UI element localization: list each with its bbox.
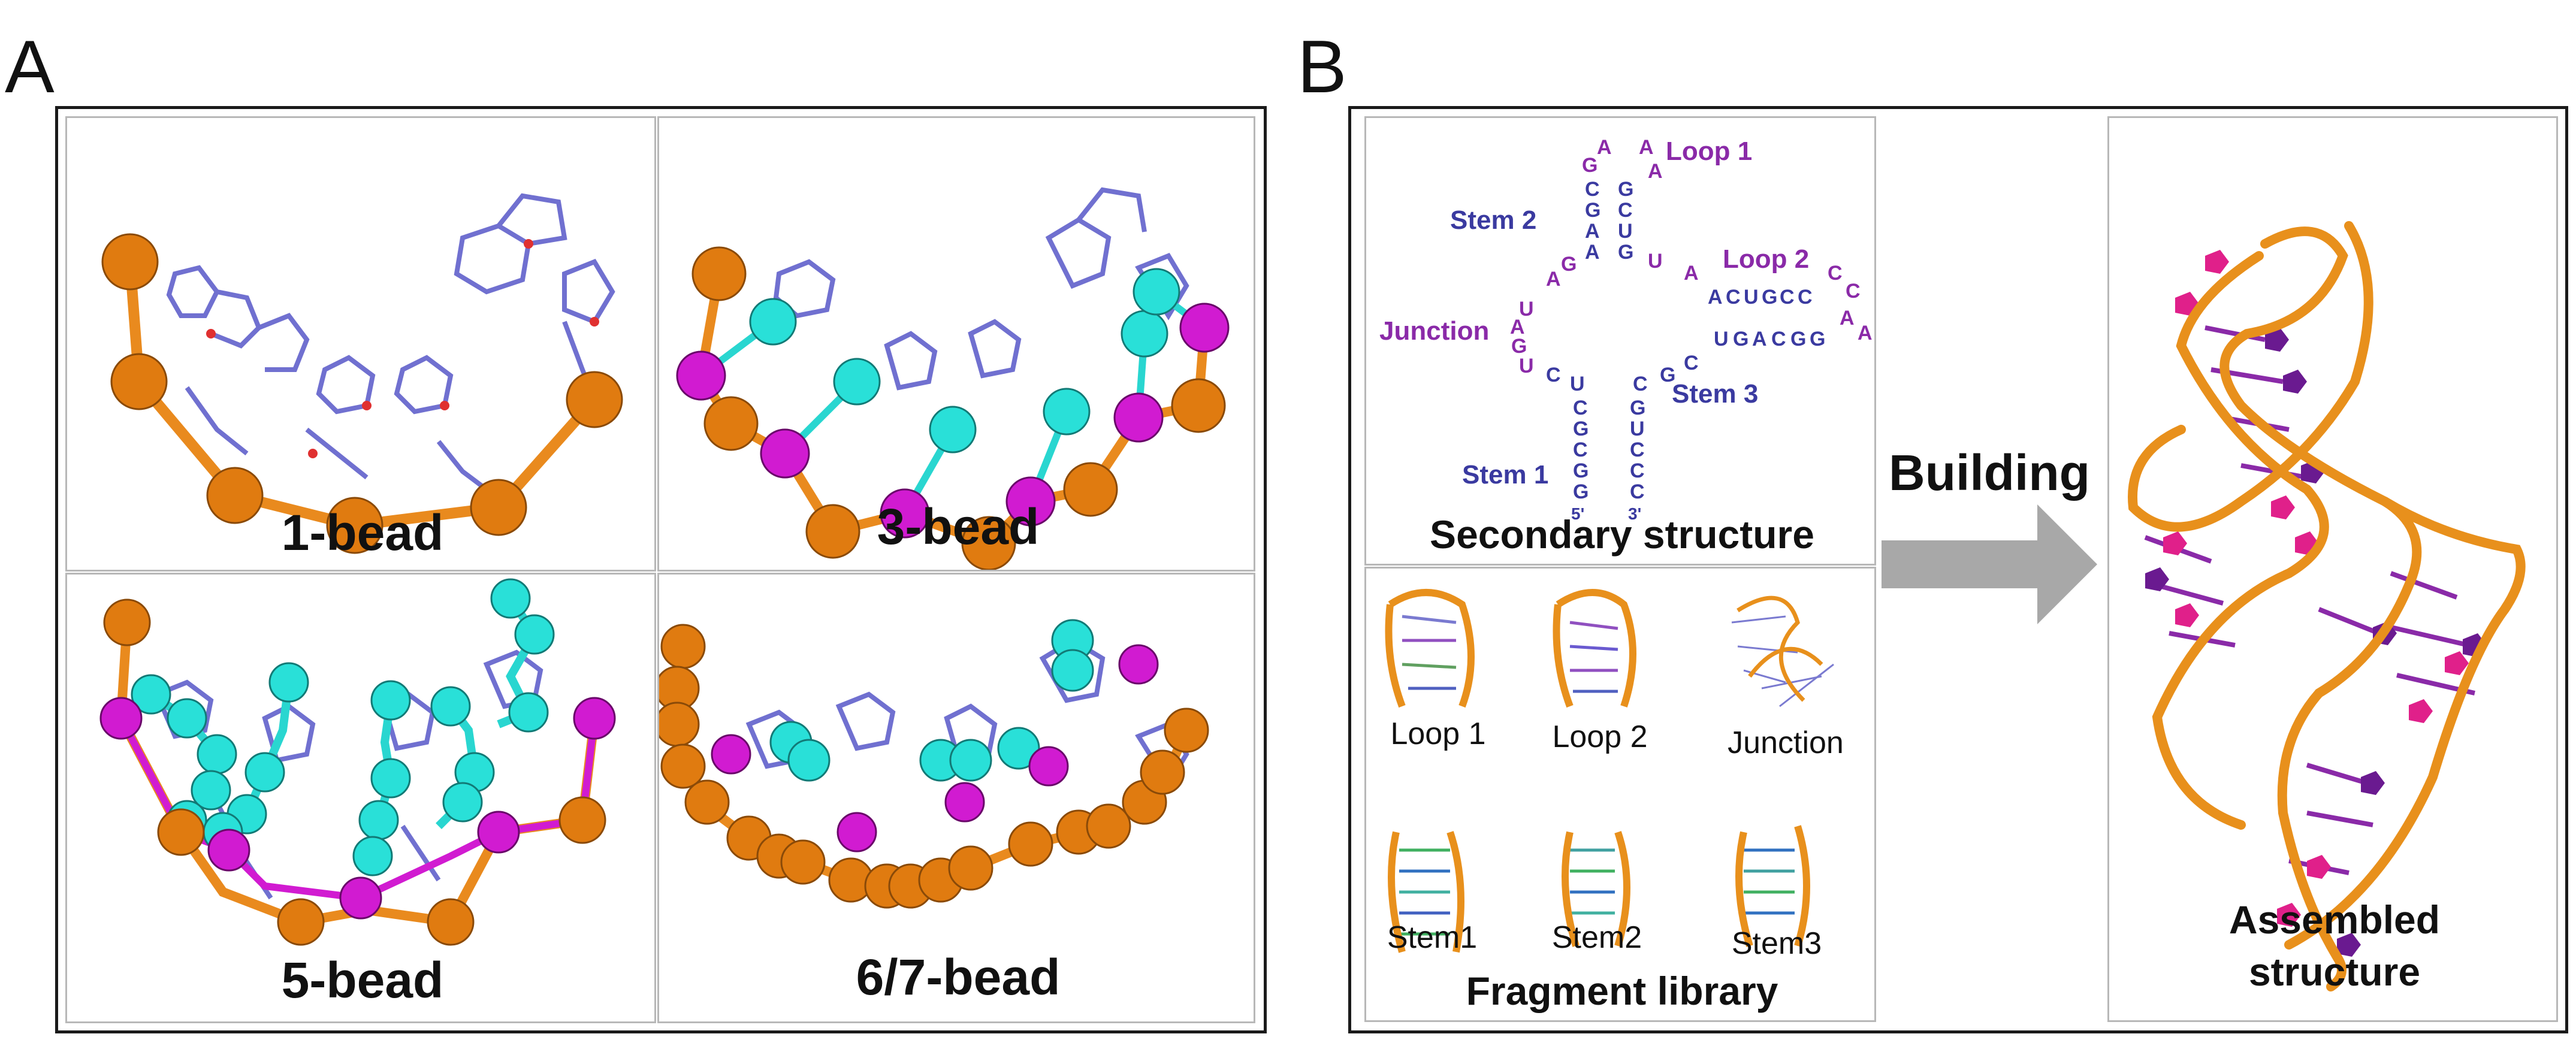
svg-text:C: C (1633, 373, 1648, 395)
svg-text:G: G (1790, 328, 1806, 350)
bead-model-5-graphic (99, 578, 616, 946)
panel-a-frame: 1-bead (55, 106, 1267, 1033)
three-prime-label: 3' (1628, 504, 1641, 523)
svg-text:G: G (1573, 418, 1589, 440)
svg-text:C: C (1630, 439, 1645, 461)
bead-model-cell-3: 5-bead (65, 573, 656, 1023)
svg-text:G: G (1561, 253, 1577, 276)
assembled-structure-cell: Assembled structure (2107, 116, 2558, 1022)
svg-text:A: A (1585, 241, 1600, 264)
svg-text:A: A (1684, 262, 1699, 285)
svg-text:C: C (1798, 286, 1813, 309)
svg-text:C: C (1573, 439, 1588, 461)
stem3-label: Stem 3 (1672, 379, 1758, 409)
svg-text:U: U (1519, 355, 1534, 377)
stem1-label: Stem 1 (1462, 460, 1548, 489)
bead-model-3-label: 3-bead (877, 498, 1040, 555)
bead-model-67-label: 6/7-bead (856, 949, 1061, 1005)
svg-text:A: A (1840, 307, 1855, 329)
svg-text:G: G (1733, 328, 1748, 350)
fragment-loop2-label: Loop 2 (1552, 719, 1648, 754)
assembled-caption-line2: structure (2248, 950, 2421, 994)
svg-text:U: U (1714, 328, 1729, 350)
assembled-structure-graphic (2128, 221, 2526, 991)
svg-text:G: G (1573, 480, 1589, 503)
loop1-label: Loop 1 (1666, 137, 1752, 166)
svg-text:A: A (1546, 268, 1561, 291)
svg-text:A: A (1639, 136, 1654, 159)
fragment-stem3-label: Stem3 (1731, 926, 1822, 961)
loop2-label: Loop 2 (1723, 244, 1809, 274)
panel-a-letter: A (5, 26, 55, 108)
svg-text:G: G (1762, 286, 1777, 309)
svg-text:U: U (1630, 418, 1645, 440)
svg-text:A: A (1510, 316, 1525, 338)
secondary-structure-caption: Secondary structure (1430, 512, 1814, 557)
fragment-library-caption: Fragment library (1466, 969, 1778, 1013)
svg-text:C: C (1585, 178, 1600, 201)
bead-model-1-label: 1-bead (281, 504, 444, 561)
svg-text:C: C (1726, 286, 1741, 309)
five-prime-label: 5' (1571, 504, 1584, 523)
bead-model-cell-1: 1-bead (65, 116, 656, 572)
svg-text:G: G (1511, 335, 1527, 358)
svg-text:A: A (1752, 328, 1767, 350)
svg-text:G: G (1660, 364, 1675, 386)
svg-text:A: A (1708, 286, 1723, 309)
svg-text:C: C (1630, 459, 1645, 482)
fragment-stem2-label: Stem2 (1551, 920, 1642, 955)
svg-text:G: G (1618, 241, 1633, 264)
svg-text:G: G (1585, 199, 1600, 222)
fragment-library-cell: Loop 1 Loop 2 Junction Stem1 Stem2 Stem3… (1364, 567, 1876, 1022)
svg-text:G: G (1582, 154, 1597, 177)
stem2-label: Stem 2 (1450, 205, 1536, 235)
junction-label: Junction (1379, 316, 1489, 346)
fragment-junction-label: Junction (1728, 725, 1844, 760)
building-label: Building (1889, 445, 2090, 501)
svg-text:U: U (1570, 373, 1585, 395)
svg-text:G: G (1618, 178, 1633, 201)
svg-text:G: G (1573, 459, 1589, 482)
bead-model-cell-2: 3-bead (657, 116, 1255, 572)
bead-model-3-graphic (676, 187, 1230, 570)
svg-text:C: C (1771, 328, 1786, 350)
fragment-loop1-label: Loop 1 (1390, 717, 1486, 751)
svg-text:U: U (1648, 250, 1663, 273)
svg-text:U: U (1618, 220, 1633, 243)
svg-text:A: A (1858, 322, 1873, 344)
bead-model-5-label: 5-bead (281, 952, 444, 1008)
svg-text:C: C (1828, 262, 1843, 285)
svg-text:C: C (1573, 397, 1588, 419)
bead-model-cell-4: 6/7-bead (657, 573, 1255, 1023)
building-arrow-icon (1882, 504, 2097, 624)
fragment-library-graphic (1385, 589, 1834, 953)
svg-text:C: C (1846, 280, 1861, 303)
svg-text:U: U (1744, 286, 1759, 309)
svg-text:C: C (1546, 364, 1561, 386)
svg-text:C: C (1618, 199, 1633, 222)
bead-model-1-graphic (101, 193, 623, 554)
svg-text:A: A (1648, 160, 1663, 183)
svg-text:C: C (1780, 286, 1795, 309)
bead-model-67-graphic (659, 619, 1209, 909)
svg-text:C: C (1684, 352, 1699, 374)
fragment-stem1-label: Stem1 (1387, 920, 1478, 955)
svg-text:A: A (1585, 220, 1600, 243)
assembled-caption-line1: Assembled (2228, 897, 2441, 942)
svg-text:G: G (1630, 397, 1645, 419)
svg-text:U: U (1519, 298, 1534, 321)
panel-b-letter: B (1297, 26, 1347, 108)
svg-text:A: A (1597, 136, 1612, 159)
svg-text:C: C (1630, 480, 1645, 503)
svg-text:G: G (1810, 328, 1825, 350)
